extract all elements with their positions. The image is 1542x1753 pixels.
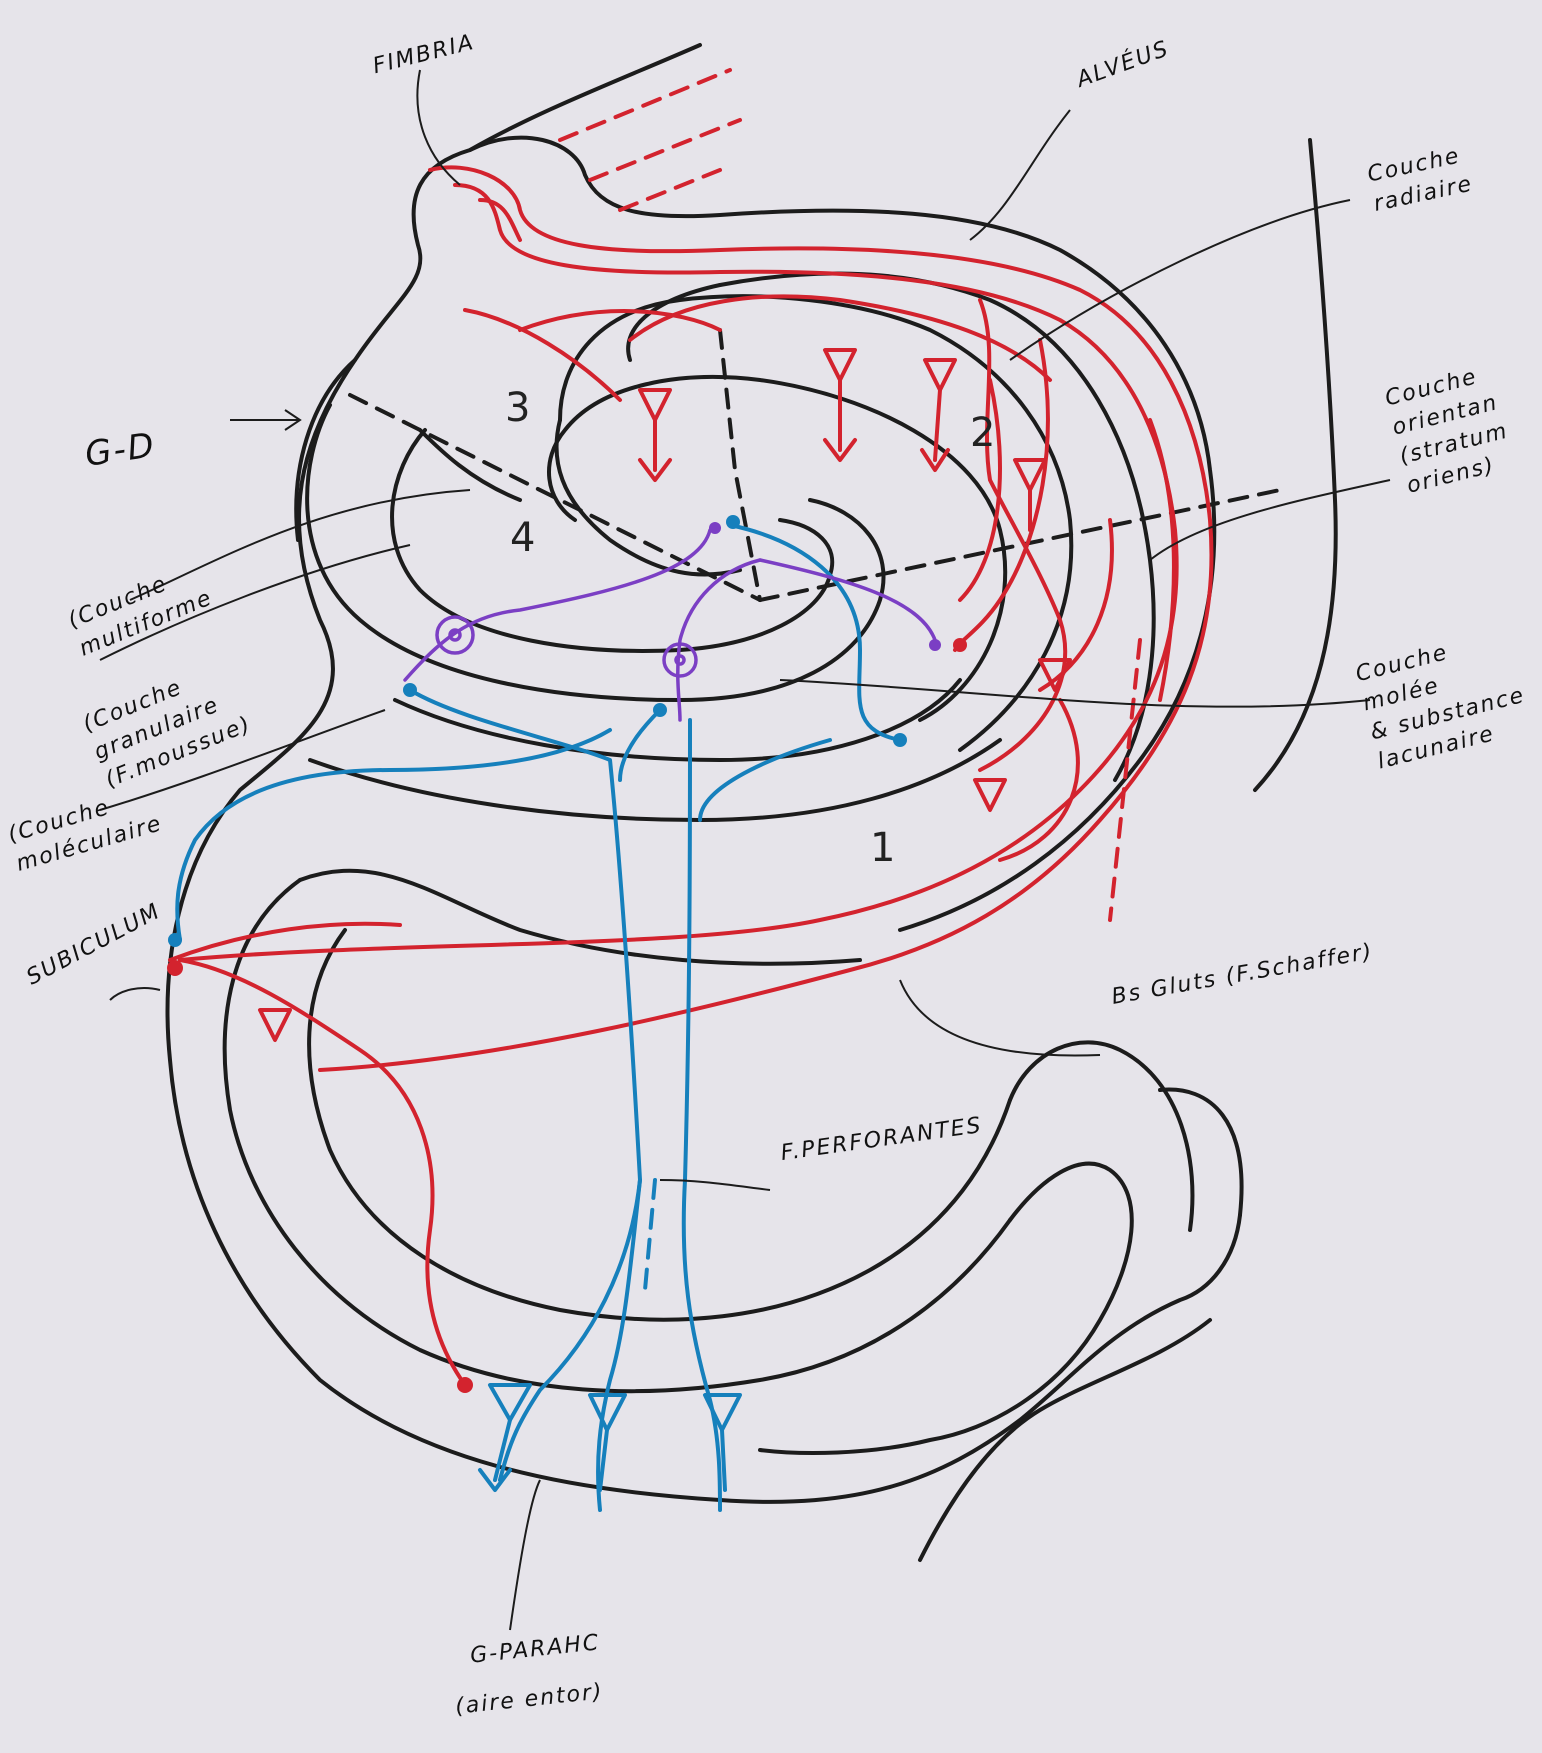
region-1-number: 1 [870, 825, 895, 871]
region-4-number: 4 [510, 515, 535, 561]
region-3-number: 3 [505, 385, 530, 431]
region-2-number: 2 [970, 410, 995, 456]
label-leaders [100, 70, 1390, 1630]
entorhinal-neurons [168, 515, 907, 1490]
label-gd: G-D [83, 430, 157, 470]
